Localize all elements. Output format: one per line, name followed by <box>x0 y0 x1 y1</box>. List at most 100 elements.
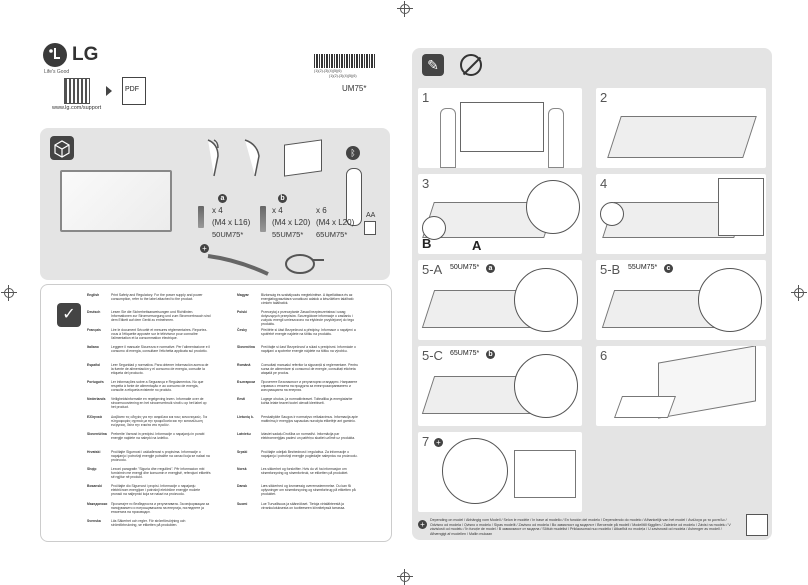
language-name: Português <box>87 380 104 384</box>
qr-code <box>64 78 90 104</box>
step-5c-model: 65UM75* <box>450 350 480 357</box>
part-c-spec: (M4 x L20) <box>316 218 355 227</box>
language-text: Perskaitykite Saugos ir normatyvo reikal… <box>261 414 358 423</box>
language-column-left: English Print Safety and Regulatory. For … <box>87 293 227 537</box>
language-name: Bosanski <box>87 484 103 489</box>
label-a: A <box>472 238 482 253</box>
language-text: Lesen Sie die Sicherheitsanweisungen und… <box>111 310 211 323</box>
cable-tie-icon <box>207 254 269 276</box>
tv-on-table-image <box>607 116 757 158</box>
step-6-panel: 6 <box>596 346 766 426</box>
language-text: Läs Säkerhet och regler. För strömförsör… <box>111 519 186 528</box>
language-text: Ler informações sobre a Segurança e Regu… <box>111 380 204 392</box>
language-name: English <box>87 293 100 297</box>
language-text: Pročitajte dio Sigurnost i propisi. Info… <box>111 484 201 497</box>
tagline: Life's Good <box>44 69 70 75</box>
logo-text: LG <box>72 44 99 65</box>
step-1-panel: 1 <box>418 88 582 168</box>
plus-icon: + <box>418 520 427 529</box>
language-row: Deutsch Lesen Sie die Sicherheitsanweisun… <box>87 310 227 326</box>
language-name: Español <box>87 362 101 367</box>
language-text: Læs sikkerhed og lovmæssig overensstemme… <box>261 484 356 497</box>
cleaning-cloth-icon: ✎ <box>422 54 444 76</box>
zoom-circle-stand <box>526 180 580 234</box>
language-row: English Print Safety and Regulatory. For … <box>87 293 227 309</box>
step-7-number: 7 <box>422 434 430 449</box>
zoom-circle-screw <box>514 268 578 332</box>
step-1-number: 1 <box>422 90 430 105</box>
zoom-circle-cable <box>442 438 508 504</box>
step-5a-badge: a <box>486 264 495 273</box>
step-4-number: 4 <box>600 176 608 191</box>
step-5c-panel: 5-C 65UM75* b <box>418 346 582 426</box>
tv-standing-image <box>658 346 756 419</box>
part-a-count: x 4 <box>212 206 223 215</box>
step-3-panel: 3 B A <box>418 174 582 254</box>
batteries-icon <box>364 221 376 235</box>
person-left-figure <box>440 108 456 168</box>
language-text: Print Safety and Regulatory. For the pow… <box>111 293 203 301</box>
stand-legs-icon <box>207 139 260 177</box>
manual-booklet-icon <box>284 139 322 177</box>
badge-a: a <box>218 194 227 203</box>
language-row: Latviešu Izlasiet sadaļu Drošība un norma… <box>237 432 387 448</box>
barcode <box>314 54 376 68</box>
language-text: Izlasiet sadaļu Drošība un normatīvi. In… <box>261 432 356 441</box>
language-text: Pročitajte Sigurnost i usklađenost s pro… <box>111 449 210 462</box>
remote-control-icon <box>346 168 362 226</box>
zoom-circle-screw <box>514 354 578 418</box>
language-text: Biztonság és szabályozás megtekintése. A… <box>261 293 354 305</box>
language-name: Македонски <box>87 501 108 506</box>
language-row: Hrvatski Pročitajte Sigurnost i usklađeno… <box>87 450 227 466</box>
language-name: Română <box>237 362 251 367</box>
language-text: Lexoni paragrafin "Siguria dhe rregullim… <box>111 467 211 479</box>
no-sharp-tool-icon <box>460 54 482 76</box>
registration-mark-left <box>1 285 17 301</box>
battery-label: AA <box>366 212 376 219</box>
bluetooth-icon: ᛒ <box>346 146 360 160</box>
plus-icon: + <box>200 244 209 253</box>
language-text: Lue Turvallisuus ja säännökset. Tietoja … <box>261 501 346 510</box>
language-text: Leggere il manuale Sicurezza e normative… <box>111 345 211 354</box>
step-4-panel: 4 <box>596 174 766 254</box>
tv-front-image <box>60 170 172 232</box>
support-url[interactable]: www.lg.com/support <box>52 105 102 111</box>
step-2-number: 2 <box>600 90 608 105</box>
base-on-table-image <box>613 396 677 418</box>
language-text: Przeczytaj z przeczytanie Zasad bezpiecz… <box>261 310 355 327</box>
language-text: Прочитајте ги безбедноста и регулативата… <box>111 501 210 514</box>
barcode-number: (1)(2)-(3)(4)(5)(6) <box>314 69 342 73</box>
language-row: Lietuvių k. Perskaitykite Saugos ir norma… <box>237 415 387 431</box>
label-b: B <box>422 236 432 251</box>
screw-icon <box>260 206 266 232</box>
language-row: Português Ler informações sobre a Seguran… <box>87 380 227 396</box>
language-name: Lietuvių k. <box>237 414 254 419</box>
language-name: Latviešu <box>237 432 251 437</box>
box-contents-panel: ᛒ AA a x 4 (M4 x L16) 50UM75* b x 4 (M4 … <box>40 128 390 280</box>
language-name: Suomi <box>237 501 248 506</box>
language-name: Български <box>237 380 256 384</box>
language-row: Suomi Lue Turvallisuus ja säännökset. Tie… <box>237 502 387 518</box>
language-text: Διαβάστε τις οδηγίες για την ασφάλεια κα… <box>111 414 208 427</box>
language-name: Italiano <box>87 345 99 350</box>
tv-rear-image <box>514 450 576 498</box>
language-text: Lire le document Sécurité et mesures rég… <box>111 327 208 340</box>
language-name: Hrvatski <box>87 449 101 454</box>
part-b-count: x 4 <box>272 206 283 215</box>
language-name: Deutsch <box>87 310 101 315</box>
person-right-figure <box>548 108 564 168</box>
language-row: Bosanski Pročitajte dio Sigurnost i propi… <box>87 484 227 500</box>
zoom-circle-screw <box>698 268 762 332</box>
part-a-spec: (M4 x L16) <box>212 218 251 227</box>
step-5c-number: 5-C <box>422 348 443 363</box>
